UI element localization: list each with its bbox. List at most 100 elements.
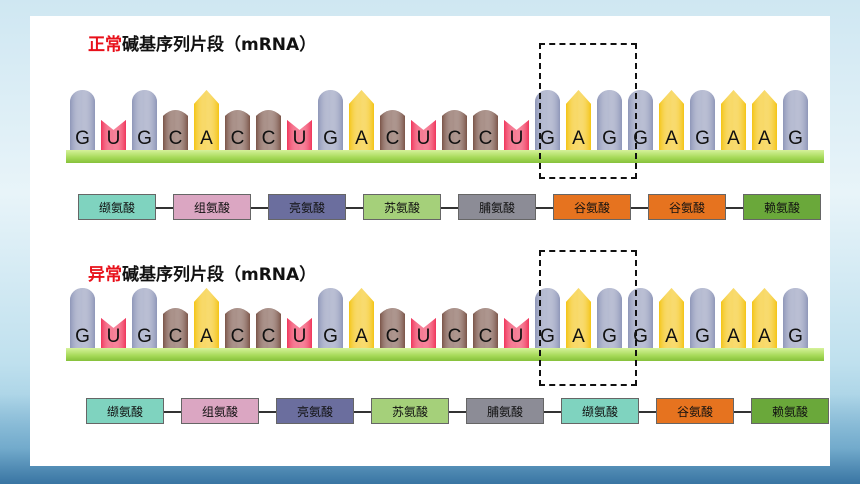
nucleotide-letter: C — [447, 128, 462, 149]
nucleotide-G: G — [132, 288, 157, 350]
peptide-bond — [354, 411, 371, 413]
nucleotide-letter: C — [168, 128, 183, 149]
nucleotide-C: C — [442, 90, 467, 152]
nucleotide-U: U — [287, 90, 312, 152]
nucleotide-G: G — [535, 288, 560, 350]
nucleotide-letter: A — [200, 326, 213, 347]
amino-acid-box: 脯氨酸 — [466, 398, 544, 424]
nucleotide-letter: G — [323, 326, 338, 347]
nucleotide-C: C — [380, 288, 405, 350]
peptide-bond — [544, 411, 561, 413]
nucleotide-letter: A — [727, 326, 740, 347]
nucleotide-A: A — [752, 288, 777, 350]
nucleotide-U: U — [504, 90, 529, 152]
nucleotide-G: G — [597, 90, 622, 152]
peptide-bond — [631, 207, 648, 209]
nucleotide-letter: G — [540, 128, 555, 149]
nucleotide-A: A — [752, 90, 777, 152]
peptide-bond — [536, 207, 553, 209]
nucleotide-A: A — [721, 90, 746, 152]
nucleotide-A: A — [659, 288, 684, 350]
abnormal-codon-highlight-box — [539, 250, 637, 386]
normal-codon-highlight-box — [539, 43, 637, 179]
amino-acid-box: 赖氨酸 — [743, 194, 821, 220]
nucleotide-letter: C — [478, 128, 493, 149]
nucleotide-A: A — [566, 288, 591, 350]
nucleotide-letter: U — [509, 128, 524, 149]
nucleotide-letter: G — [602, 326, 617, 347]
peptide-bond — [734, 411, 751, 413]
amino-acid-box: 组氨酸 — [173, 194, 251, 220]
nucleotide-G: G — [597, 288, 622, 350]
nucleotide-C: C — [442, 288, 467, 350]
nucleotide-letter: U — [292, 326, 307, 347]
nucleotide-C: C — [163, 90, 188, 152]
amino-acid-box: 谷氨酸 — [553, 194, 631, 220]
nucleotide-U: U — [287, 288, 312, 350]
nucleotide-letter: C — [230, 326, 245, 347]
peptide-bond — [156, 207, 173, 209]
mrna-backbone — [66, 348, 824, 361]
nucleotide-C: C — [473, 90, 498, 152]
nucleotide-letter: U — [416, 326, 431, 347]
nucleotide-A: A — [659, 90, 684, 152]
amino-acid-box: 谷氨酸 — [656, 398, 734, 424]
amino-acid-box: 缬氨酸 — [78, 194, 156, 220]
nucleotide-letter: A — [665, 128, 678, 149]
nucleotide-letter: C — [385, 128, 400, 149]
normal-title: 正常碱基序列片段（mRNA） — [88, 30, 316, 55]
nucleotide-letter: A — [572, 326, 585, 347]
nucleotide-U: U — [101, 90, 126, 152]
nucleotide-G: G — [132, 90, 157, 152]
nucleotide-letter: C — [168, 326, 183, 347]
nucleotide-G: G — [70, 288, 95, 350]
abnormal-title-highlight: 异常 — [88, 265, 122, 285]
normal-title-highlight: 正常 — [88, 35, 122, 55]
amino-acid-box: 脯氨酸 — [458, 194, 536, 220]
nucleotide-letter: A — [200, 128, 213, 149]
nucleotide-U: U — [504, 288, 529, 350]
nucleotide-A: A — [566, 90, 591, 152]
nucleotide-letter: G — [695, 128, 710, 149]
nucleotide-letter: G — [137, 326, 152, 347]
nucleotide-letter: G — [323, 128, 338, 149]
amino-acid-box: 亮氨酸 — [276, 398, 354, 424]
nucleotide-letter: G — [540, 326, 555, 347]
nucleotide-letter: A — [355, 128, 368, 149]
amino-acid-box: 缬氨酸 — [561, 398, 639, 424]
nucleotide-letter: G — [75, 326, 90, 347]
nucleotide-letter: G — [602, 128, 617, 149]
nucleotide-G: G — [628, 288, 653, 350]
peptide-bond — [449, 411, 466, 413]
peptide-bond — [441, 207, 458, 209]
mrna-backbone — [66, 150, 824, 163]
abnormal-title: 异常碱基序列片段（mRNA） — [88, 260, 316, 285]
peptide-bond — [726, 207, 743, 209]
nucleotide-letter: A — [727, 128, 740, 149]
nucleotide-G: G — [690, 288, 715, 350]
content-panel — [30, 16, 830, 466]
nucleotide-C: C — [473, 288, 498, 350]
amino-acid-box: 赖氨酸 — [751, 398, 829, 424]
nucleotide-letter: G — [695, 326, 710, 347]
nucleotide-letter: G — [788, 326, 803, 347]
nucleotide-G: G — [783, 288, 808, 350]
nucleotide-letter: U — [509, 326, 524, 347]
peptide-bond — [639, 411, 656, 413]
nucleotide-G: G — [535, 90, 560, 152]
nucleotide-A: A — [194, 90, 219, 152]
nucleotide-letter: U — [106, 326, 121, 347]
nucleotide-C: C — [380, 90, 405, 152]
nucleotide-A: A — [194, 288, 219, 350]
amino-acid-box: 苏氨酸 — [363, 194, 441, 220]
peptide-bond — [346, 207, 363, 209]
nucleotide-letter: U — [292, 128, 307, 149]
nucleotide-C: C — [256, 288, 281, 350]
nucleotide-letter: C — [478, 326, 493, 347]
nucleotide-letter: C — [385, 326, 400, 347]
nucleotide-letter: A — [665, 326, 678, 347]
nucleotide-C: C — [256, 90, 281, 152]
nucleotide-U: U — [101, 288, 126, 350]
peptide-bond — [259, 411, 276, 413]
nucleotide-C: C — [163, 288, 188, 350]
